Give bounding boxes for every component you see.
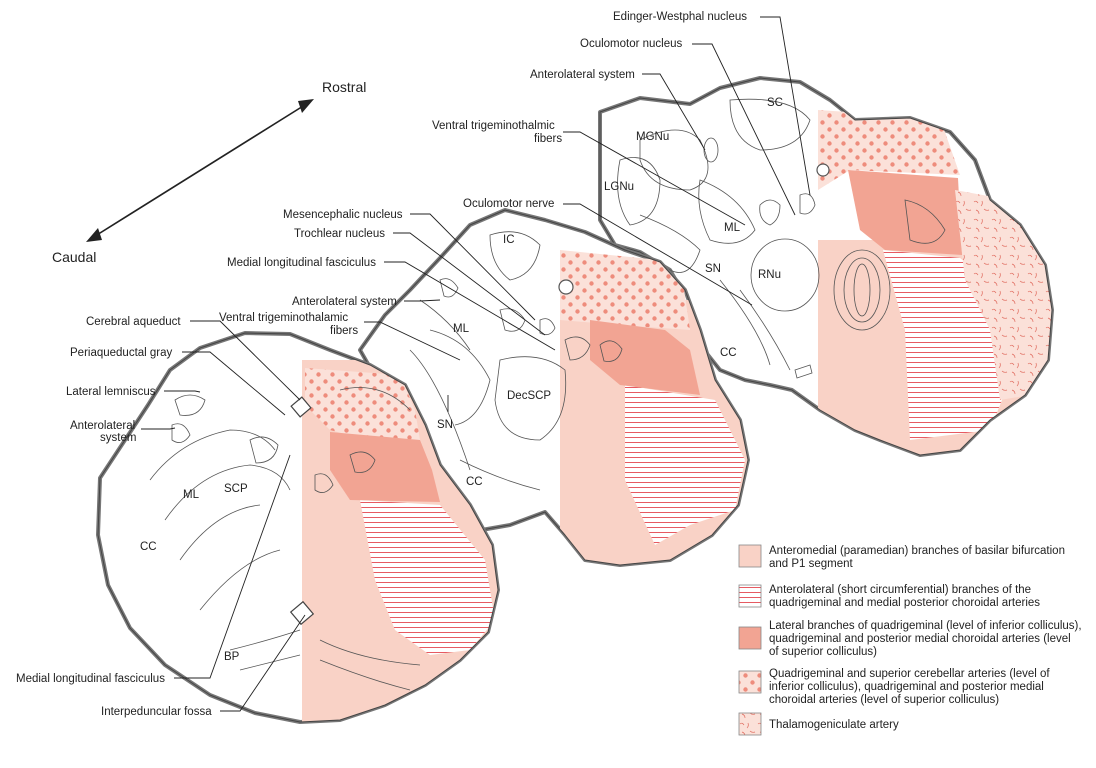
left-anterolateral-region [360,500,495,655]
legend-swatch-quadrigeminal [738,670,762,694]
legend-swatch-anteromedial [738,544,762,568]
cc-top-label: CC [720,347,737,359]
ml-mid-label: ML [453,323,470,335]
legend-swatch-lateral [738,626,762,650]
sc-label: SC [767,97,783,109]
legend-item-lateral: Lateral branches of quadrigeminal (level… [738,620,1082,658]
top-dotted-region [818,110,960,190]
legend-text: Anteromedial (paramedian) branches of ba… [769,545,1065,557]
cc-left-label: CC [140,541,157,553]
legend-text: choroidal arteries (level of superior co… [769,694,999,706]
orientation-arrow: Rostral Caudal [52,79,366,265]
rnu-label: RNu [758,269,781,281]
scp-label: SCP [224,483,248,495]
legend-text: of superior colliculus) [769,646,877,658]
anterolateral-system-top-label: Anterolateral system [530,69,635,81]
cc-mid-label: CC [466,476,483,488]
legend-item-thalamogeniculate: Thalamogeniculate artery [738,712,899,736]
legend-item-anterolateral: Anterolateral (short circumferential) br… [738,584,1040,609]
bp-label: BP [224,651,240,663]
legend-text: Thalamogeniculate artery [769,719,899,731]
edinger-westphal-label: Edinger-Westphal nucleus [613,11,747,23]
legend-swatch-thalamogeniculate [738,712,762,736]
caudal-label: Caudal [52,249,96,265]
trochlear-nucleus-label: Trochlear nucleus [294,228,385,240]
structure-labels: Edinger-Westphal nucleus Oculomotor nucl… [16,11,747,718]
legend-swatch-anterolateral [738,584,762,608]
section-middle: IC ML SN DecSCP CC [358,208,750,567]
legend-text: Quadrigeminal and superior cerebellar ar… [769,668,1050,680]
legend-text: inferior colliculus), quadrigeminal and … [769,681,1044,693]
decscp-label: DecSCP [507,390,551,402]
interpeduncular-fossa-label: Interpeduncular fossa [101,706,212,718]
left-lateral-region [330,432,440,502]
legend: Anteromedial (paramedian) branches of ba… [738,544,1082,736]
legend-text: Anterolateral (short circumferential) br… [769,584,1031,596]
legend-text: Lateral branches of quadrigeminal (level… [769,620,1082,632]
legend-item-quadrigeminal: Quadrigeminal and superior cerebellar ar… [738,668,1050,706]
mesencephalic-nucleus-label: Mesencephalic nucleus [283,209,403,221]
sn-top-label: SN [705,263,721,275]
mlf-mid-label: Medial longitudinal fasciculus [227,257,376,269]
periaqueductal-gray-label: Periaqueductal gray [70,347,173,359]
lateral-lemniscus-label: Lateral lemniscus [66,386,156,398]
ventral-trig-top-label-1: Ventral trigeminothalmic [432,120,555,132]
leader-lines [141,16,811,712]
sn-mid-label: SN [437,419,453,431]
top-thalamogeniculate-region [955,190,1052,400]
left-dotted-region [305,368,420,440]
ic-label: IC [503,234,515,246]
lgnu-label: LGNu [604,181,634,193]
ventral-trig-top-label-2: fibers [534,133,562,145]
rostral-label: Rostral [322,79,366,95]
mlf-bottom-label: Medial longitudinal fasciculus [16,673,165,685]
anterolateral-system-left-label-1: Anterolateral [70,420,135,432]
top-lateral-region [848,170,962,255]
mgnu-label: MGNu [636,131,669,143]
oculomotor-nucleus-label: Oculomotor nucleus [580,38,683,50]
mid-lateral-region [590,320,700,395]
ml-left-label: ML [183,489,200,501]
anterolateral-system-mid-label: Anterolateral system [292,296,397,308]
ml-top-label: ML [724,222,741,234]
mid-anterolateral-region [625,385,745,545]
legend-text: quadrigeminal and medial posterior choro… [769,597,1040,609]
legend-text: quadrigeminal and posterior medial choro… [769,633,1071,645]
ventral-trig-mid-label-1: Ventral trigeminothalamic [219,312,348,324]
oculomotor-nerve-label: Oculomotor nerve [463,198,554,210]
cerebral-aqueduct-label: Cerebral aqueduct [86,316,181,328]
legend-item-anteromedial: Anteromedial (paramedian) branches of ba… [738,544,1065,570]
mid-dotted-region [560,250,690,330]
legend-text: and P1 segment [769,558,854,570]
anterolateral-system-left-label-2: system [100,432,136,444]
ventral-trig-mid-label-2: fibers [330,325,358,337]
